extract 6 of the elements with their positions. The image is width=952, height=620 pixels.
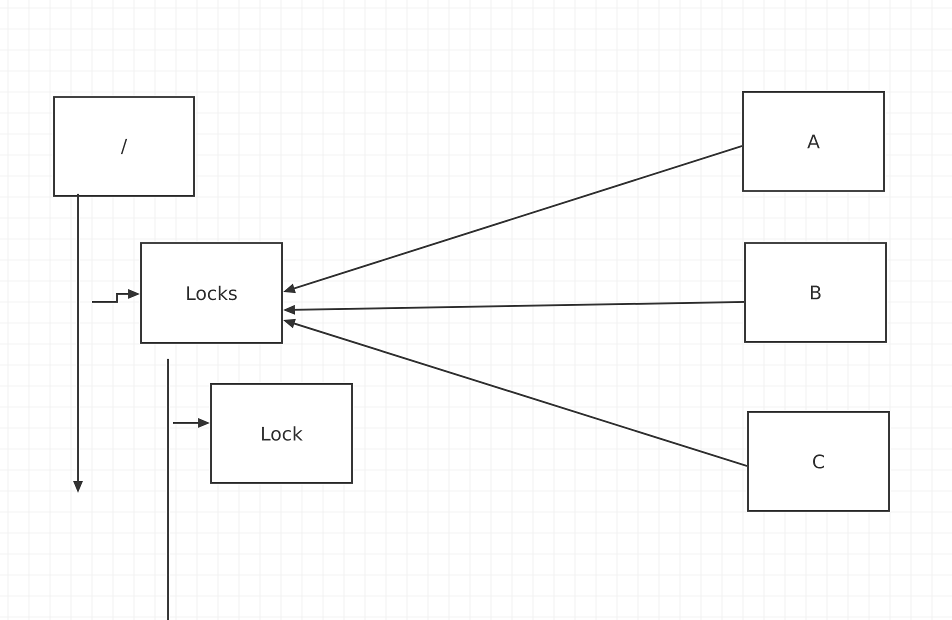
process-box: C [747, 411, 890, 512]
process-box: A [742, 91, 885, 192]
process-box: / [53, 96, 195, 197]
process-box: Lock [210, 383, 353, 484]
process-box: B [744, 242, 887, 343]
process-box: Locks [140, 242, 283, 344]
